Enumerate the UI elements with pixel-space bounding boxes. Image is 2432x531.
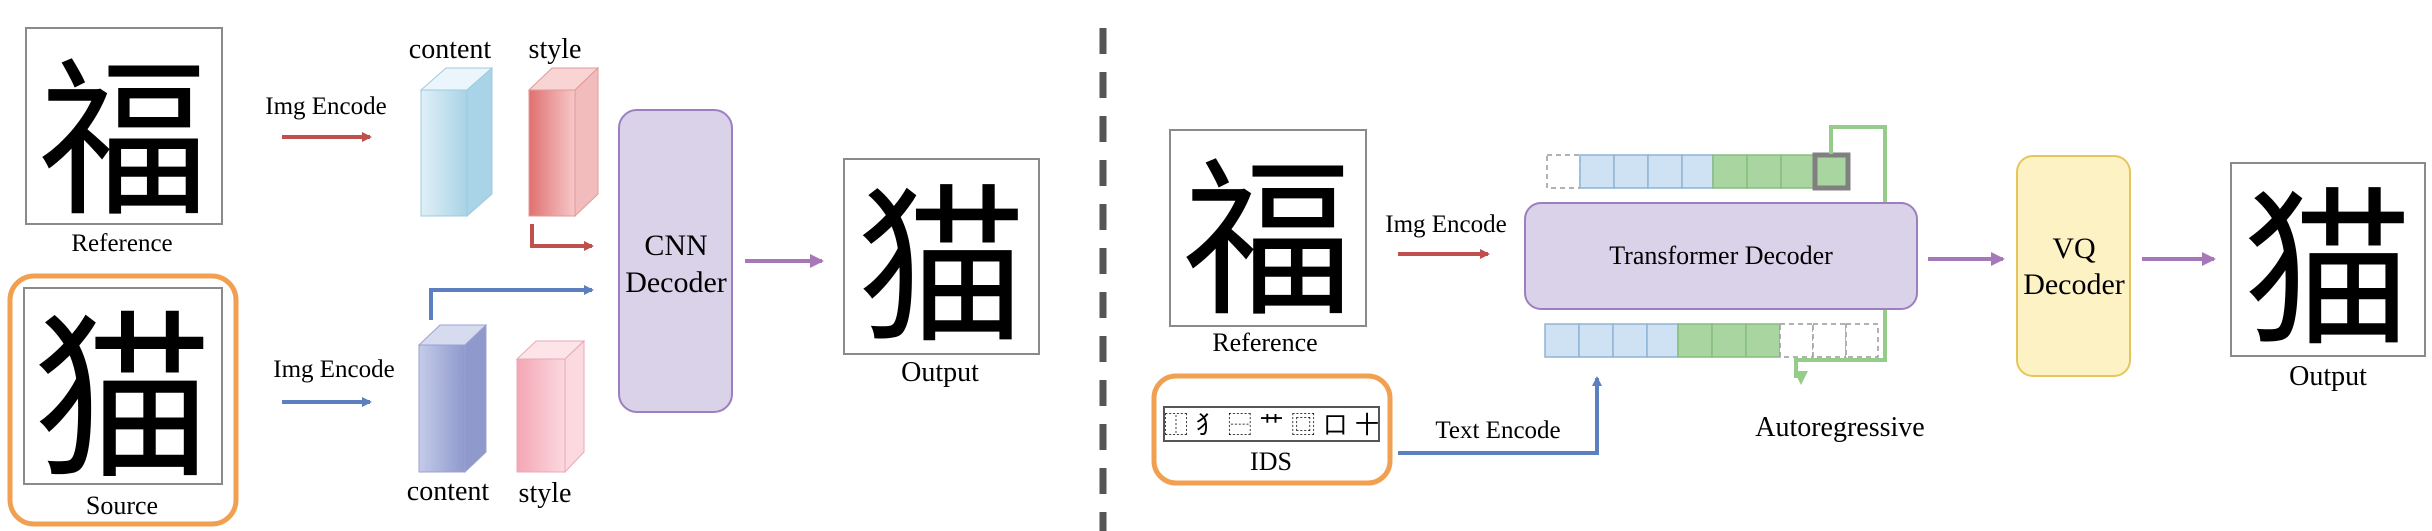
content-to-decoder-arrow	[429, 285, 594, 320]
output-char-right: 猫	[2243, 173, 2413, 371]
output-label-right: Output	[2289, 361, 2367, 392]
cnn-decoder-label-line2: Decoder	[625, 266, 727, 299]
content-feature-bottom	[417, 323, 488, 474]
output-char: 猫	[857, 170, 1027, 368]
reference-label-right: Reference	[1212, 328, 1317, 357]
ids-highlight	[1151, 373, 1393, 486]
ids-component-4: ⿴	[1291, 411, 1315, 439]
ids-sequence-box	[1163, 406, 1380, 442]
style-feature-top	[527, 66, 600, 218]
right-panel: 福 Reference Img Encode ⿰犭⿱艹⿴口十 IDS Text …	[1151, 125, 2426, 486]
vq-decoder-label-line1: VQ	[2052, 232, 2096, 265]
vq-decoder-box	[2016, 155, 2131, 377]
autoregressive-label: Autoregressive	[1755, 412, 1925, 443]
transformer-decoder-box	[1524, 202, 1918, 310]
text-encode-label: Text Encode	[1435, 417, 1560, 444]
img-encode-label-right: Img Encode	[1385, 211, 1506, 238]
token-row-top	[1546, 152, 1851, 191]
ids-component-0: ⿰	[1164, 411, 1188, 439]
text-encode-arrow	[1398, 376, 1602, 455]
style-label-top: style	[529, 34, 582, 65]
left-panel: 福 Reference 猫 Source Img Encode Img Enco…	[7, 27, 1040, 527]
reference-image-box-right	[1169, 129, 1367, 327]
ids-component-6: 十	[1355, 411, 1379, 439]
token-row-bottom	[1544, 323, 1879, 358]
ids-component-2: ⿱	[1228, 411, 1252, 439]
reference-label: Reference	[71, 230, 172, 257]
source-char: 猫	[33, 296, 213, 505]
ids-sequence: ⿰犭⿱艹⿴口十	[1164, 411, 1379, 439]
ids-label: IDS	[1250, 447, 1292, 476]
content-feature-top	[419, 66, 494, 218]
content-label-bottom: content	[407, 476, 490, 507]
reference-char: 福	[39, 43, 209, 241]
img-encode-label-top: Img Encode	[265, 93, 386, 120]
img-encode-label-bottom: Img Encode	[273, 356, 394, 383]
style-label-bottom: style	[519, 478, 572, 509]
style-to-decoder-arrow	[530, 224, 594, 251]
ids-component-3: 艹	[1260, 411, 1284, 439]
reference-image-box	[25, 27, 223, 225]
transformer-decoder-label: Transformer Decoder	[1609, 241, 1833, 270]
reference-char-right: 福	[1183, 143, 1353, 341]
output-image-box	[843, 158, 1040, 355]
ids-component-5: 口	[1323, 411, 1347, 439]
ids-component-1: 犭	[1196, 411, 1220, 439]
cnn-decoder-label-line1: CNN	[644, 229, 707, 262]
source-highlight	[7, 273, 239, 527]
output-image-box-right	[2230, 162, 2426, 357]
output-label: Output	[901, 357, 979, 388]
content-label-top: content	[409, 34, 492, 65]
cnn-decoder-box	[618, 109, 733, 413]
source-label: Source	[86, 491, 158, 520]
vq-decoder-label-line2: Decoder	[2023, 268, 2125, 301]
style-feature-bottom	[515, 339, 586, 474]
source-image-box	[23, 287, 223, 485]
